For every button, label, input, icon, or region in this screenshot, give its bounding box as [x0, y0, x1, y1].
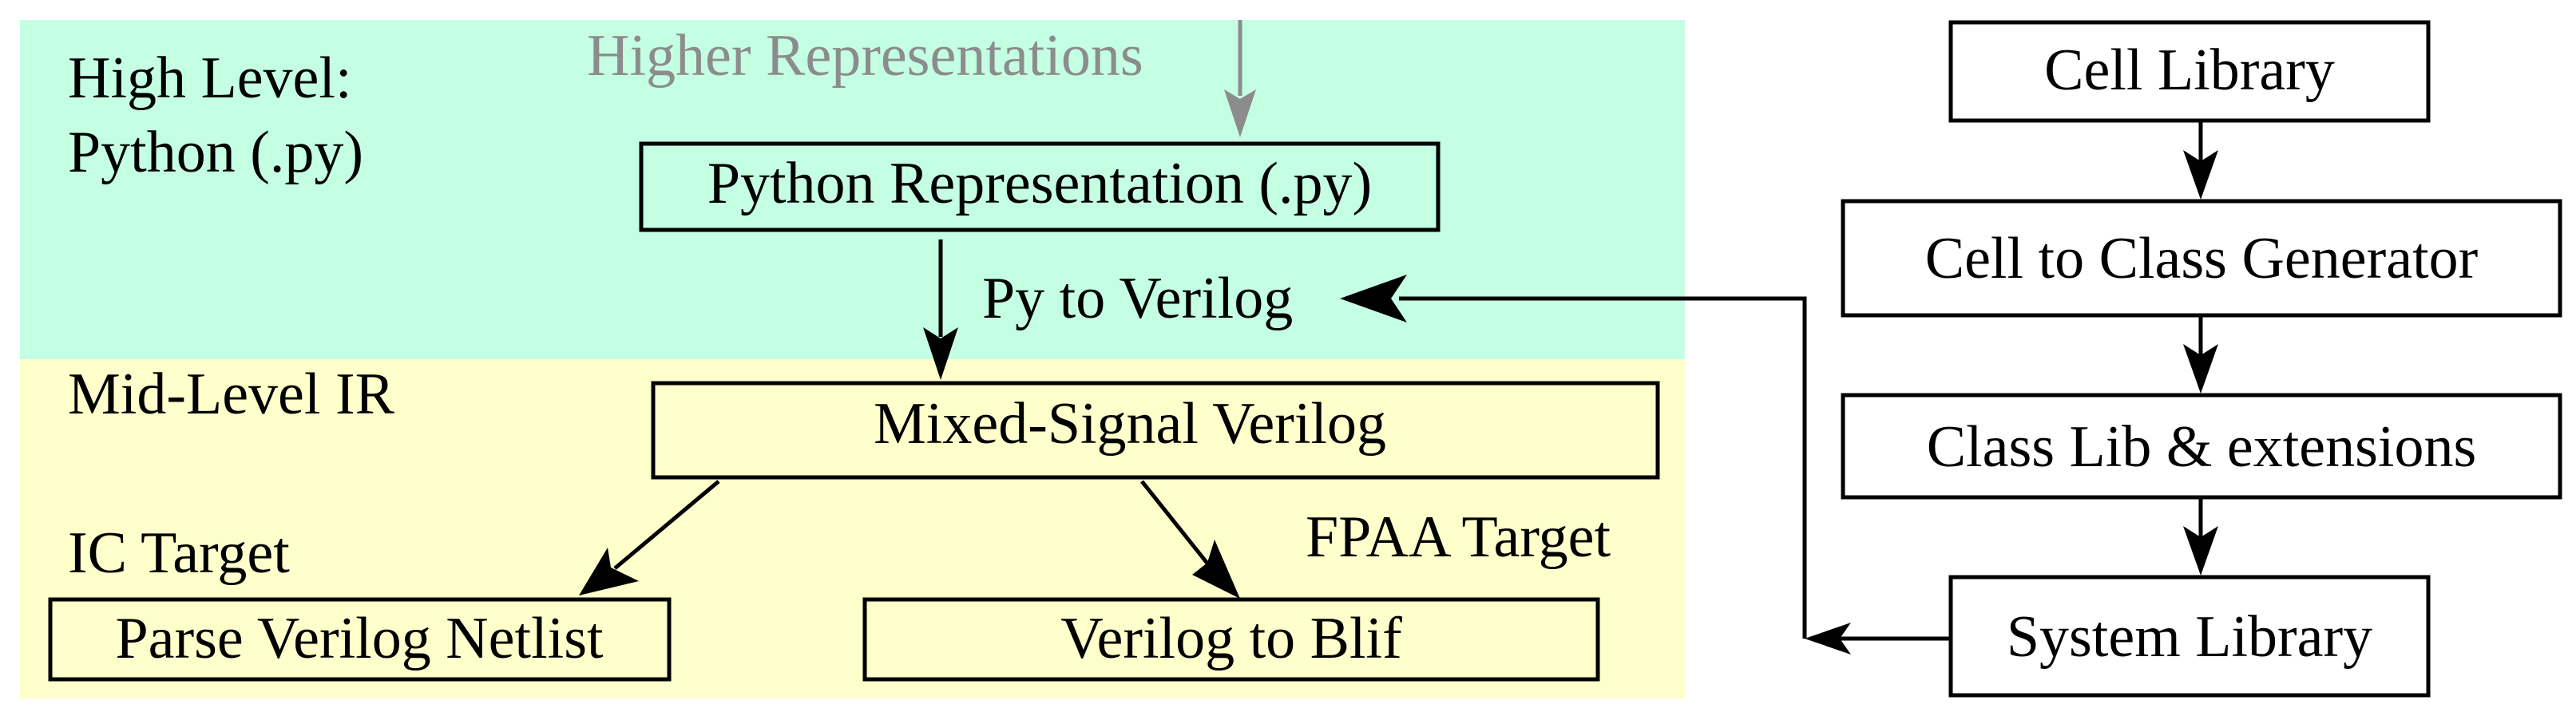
- python-representation-label: Python Representation (.py): [707, 151, 1372, 216]
- system-library-feedback-arrowhead: [1805, 623, 1851, 655]
- mixed-signal-verilog-box: [651, 381, 1660, 480]
- cell-to-class-generator-label: Cell to Class Generator: [1925, 226, 2479, 291]
- ic-target-label: IC Target: [68, 520, 290, 586]
- py-to-verilog-label: Py to Verilog: [982, 266, 1293, 331]
- python-representation-box: [639, 141, 1441, 232]
- cell-library-arrowhead: [2183, 150, 2218, 200]
- verilog-to-blif-label: Verilog to Blif: [1060, 606, 1402, 671]
- cell-library-label: Cell Library: [2044, 38, 2335, 103]
- python-to-verilog-arrowhead: [923, 327, 958, 380]
- class-lib-extensions-label: Class Lib & extensions: [1927, 414, 2477, 480]
- py-to-verilog-arrowhead: [1340, 275, 1407, 322]
- mid-level-region: [20, 359, 1685, 698]
- parse-verilog-netlist-box: [48, 597, 672, 682]
- higher-representations-label: Higher Representations: [587, 23, 1143, 89]
- class-generator-arrowhead: [2183, 344, 2218, 394]
- high-level-region: [20, 20, 1685, 359]
- class-lib-arrowhead: [2183, 526, 2218, 576]
- verilog-to-blif-arrowhead: [1192, 540, 1240, 599]
- high-level-label: High Level:: [68, 45, 352, 111]
- system-library-label: System Library: [2007, 604, 2372, 670]
- high-level-sublabel: Python (.py): [68, 120, 363, 185]
- higher-representations-arrowhead: [1224, 89, 1256, 137]
- verilog-to-blif-box: [862, 597, 1600, 682]
- system-library-box: [1948, 575, 2431, 698]
- parse-verilog-netlist-label: Parse Verilog Netlist: [115, 606, 604, 671]
- cell-library-box: [1948, 20, 2431, 123]
- fpaa-target-label: FPAA Target: [1306, 504, 1611, 570]
- mid-level-label: Mid-Level IR: [68, 362, 395, 427]
- verilog-to-netlist-arrowhead: [579, 548, 639, 595]
- feedback-routing-line: [1399, 296, 1807, 639]
- verilog-to-blif-arrow: [1140, 480, 1210, 566]
- mixed-signal-verilog-label: Mixed-Signal Verilog: [874, 391, 1386, 457]
- verilog-to-netlist-arrow: [613, 480, 720, 570]
